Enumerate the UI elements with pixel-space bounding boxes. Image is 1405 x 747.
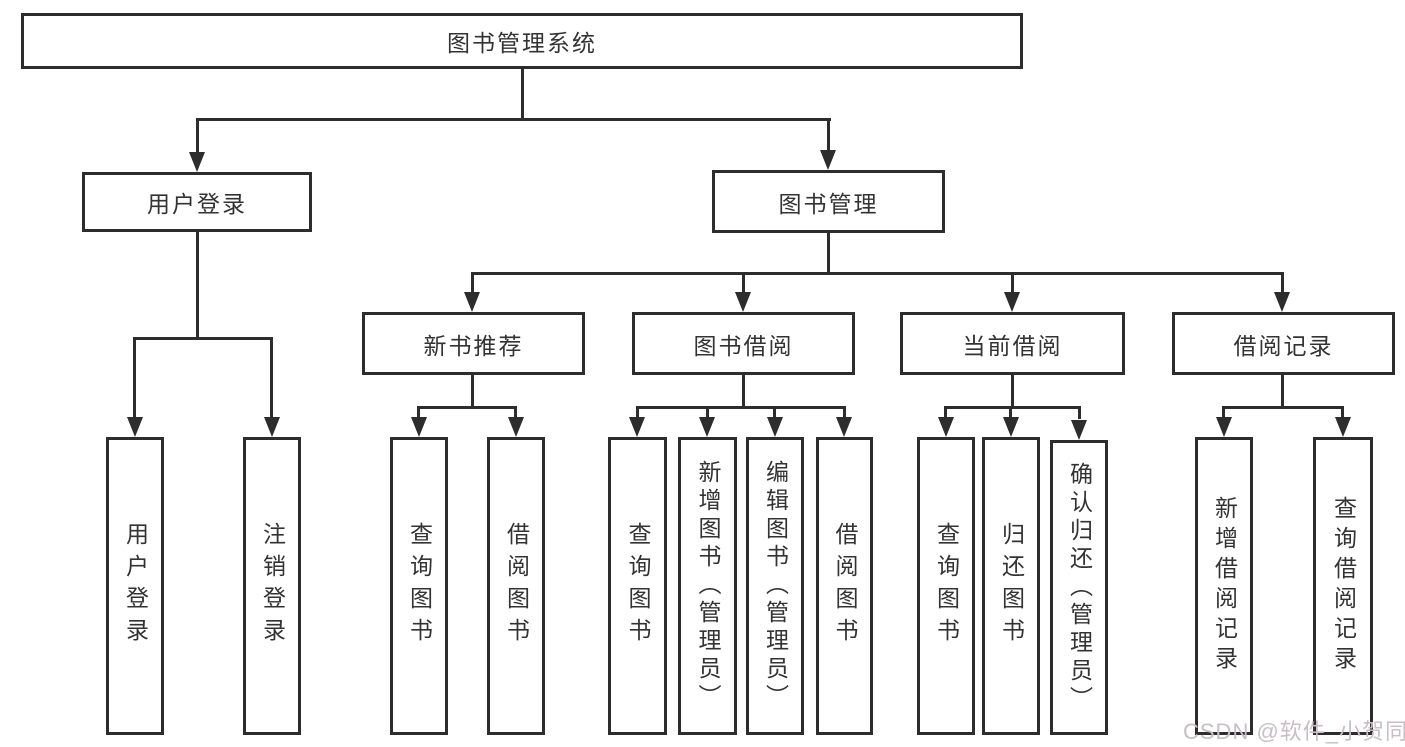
- arrow-down-icon: [767, 417, 783, 437]
- connector-line: [1011, 375, 1014, 409]
- node-label: 新增借阅记录: [1211, 496, 1238, 676]
- connector-line: [944, 406, 947, 419]
- arrow-down-icon: [508, 417, 524, 437]
- node-leaf-user-login: 用户登录: [106, 437, 164, 735]
- connector-line: [742, 375, 745, 409]
- node-label: 用户登录: [122, 522, 149, 650]
- node-leaf-cb-confirm-return-admin: 确认归还（管理员）: [1050, 440, 1108, 735]
- node-leaf-bb-edit-books-admin: 编辑图书（管理员）: [746, 437, 804, 735]
- node-label: 注销登录: [259, 522, 286, 650]
- connector-line: [1341, 406, 1344, 419]
- node-leaf-logout: 注销登录: [243, 437, 301, 735]
- arrow-down-icon: [629, 417, 645, 437]
- csdn-watermark: CSDN @软件_小贺同学: [1183, 719, 1405, 744]
- connector-line: [636, 406, 639, 419]
- node-label: 用户登录: [147, 191, 247, 217]
- connector-line: [417, 406, 420, 419]
- connector-line: [471, 375, 474, 409]
- connector-line: [1222, 406, 1344, 409]
- connector-line: [636, 406, 846, 409]
- connector-line: [270, 337, 273, 420]
- node-label: 编辑图书（管理员）: [762, 460, 789, 712]
- arrow-down-icon: [938, 417, 954, 437]
- node-label: 借阅记录: [1233, 332, 1334, 359]
- arrow-down-icon: [127, 417, 143, 437]
- node-label: 查询图书: [625, 522, 651, 650]
- node-leaf-bb-query-books: 查询图书: [608, 437, 667, 735]
- connector-line: [827, 118, 830, 154]
- arrow-down-icon: [699, 417, 715, 437]
- arrow-down-icon: [1216, 417, 1232, 437]
- node-leaf-nb-borrow-books: 借阅图书: [487, 437, 545, 735]
- node-leaf-bb-borrow-books: 借阅图书: [816, 437, 873, 735]
- arrow-down-icon: [464, 292, 480, 312]
- connector-line: [1281, 375, 1284, 409]
- arrow-down-icon: [189, 152, 205, 172]
- arrow-down-icon: [1274, 292, 1290, 312]
- connector-line: [133, 337, 136, 420]
- connector-line: [944, 406, 1081, 409]
- arrow-down-icon: [1003, 417, 1019, 437]
- node-new-book-recommendation: 新书推荐: [362, 312, 585, 375]
- connector-line: [1009, 406, 1012, 419]
- node-label: 查询图书: [406, 522, 433, 650]
- node-label: 新书推荐: [423, 332, 524, 359]
- connector-line: [1222, 406, 1225, 419]
- connector-line: [1078, 406, 1081, 419]
- connector-line: [521, 69, 524, 120]
- node-label: 借阅图书: [503, 522, 530, 650]
- node-label: 图书管理系统: [447, 30, 597, 56]
- connector-line: [196, 118, 199, 156]
- node-book-borrowing: 图书借阅: [632, 312, 855, 375]
- node-current-borrowing: 当前借阅: [900, 312, 1125, 375]
- node-leaf-cb-query-books: 查询图书: [917, 437, 975, 735]
- connector-line: [827, 233, 830, 275]
- connector-line: [471, 272, 1281, 275]
- node-label: 归还图书: [998, 522, 1025, 650]
- node-leaf-nb-query-books: 查询图书: [390, 437, 448, 735]
- connector-line: [843, 406, 846, 419]
- node-label: 当前借阅: [962, 332, 1063, 359]
- connector-line: [196, 232, 199, 340]
- node-user-login: 用户登录: [82, 172, 312, 232]
- connector-line: [773, 406, 776, 419]
- arrow-down-icon: [264, 417, 280, 437]
- node-borrowing-records: 借阅记录: [1172, 312, 1395, 375]
- node-book-management: 图书管理: [712, 170, 945, 233]
- node-label: 图书管理: [778, 190, 879, 217]
- arrow-down-icon: [1335, 417, 1351, 437]
- connector-line: [742, 272, 745, 296]
- connector-line: [133, 337, 273, 340]
- node-label: 图书借阅: [693, 332, 794, 359]
- arrow-down-icon: [1071, 420, 1087, 440]
- node-label: 查询图书: [933, 522, 960, 650]
- connector-line: [1281, 272, 1284, 296]
- node-label: 确认归还（管理员）: [1066, 461, 1093, 714]
- node-leaf-bb-add-books-admin: 新增图书（管理员）: [678, 437, 737, 735]
- connector-line: [471, 272, 474, 296]
- node-root-library-system: 图书管理系统: [21, 13, 1023, 69]
- connector-line: [196, 118, 831, 121]
- connector-line: [706, 406, 709, 419]
- node-label: 查询借阅记录: [1330, 496, 1357, 676]
- node-leaf-br-add-record: 新增借阅记录: [1195, 437, 1253, 735]
- arrow-down-icon: [820, 150, 836, 170]
- connector-line: [514, 406, 517, 419]
- connector-line: [1011, 272, 1014, 296]
- node-label: 新增图书（管理员）: [695, 460, 721, 712]
- node-leaf-cb-return-books: 归还图书: [982, 437, 1040, 735]
- arrow-down-icon: [735, 292, 751, 312]
- arrow-down-icon: [411, 417, 427, 437]
- node-label: 借阅图书: [832, 522, 858, 650]
- arrow-down-icon: [836, 417, 852, 437]
- connector-line: [417, 406, 517, 409]
- arrow-down-icon: [1004, 292, 1020, 312]
- node-leaf-br-query-record: 查询借阅记录: [1313, 437, 1373, 735]
